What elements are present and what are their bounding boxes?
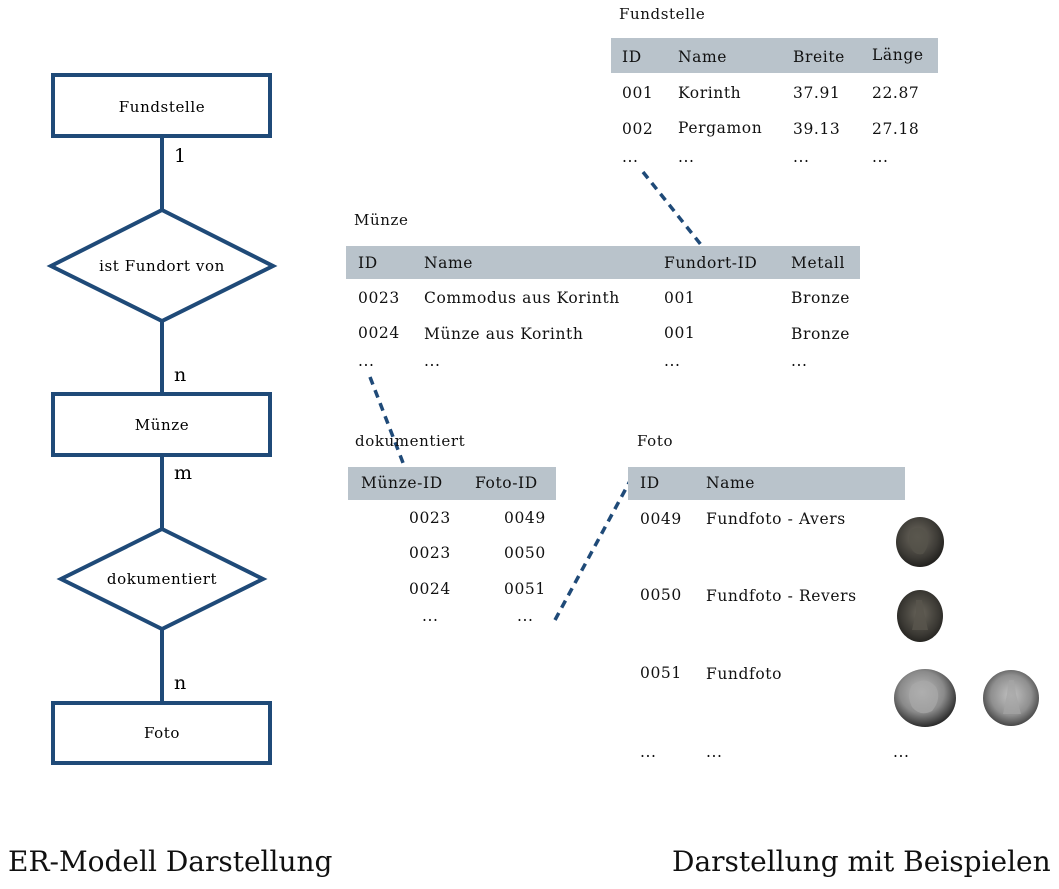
table-muenze-col-id: ID	[358, 254, 378, 272]
table-fundstelle-cell: Pergamon	[678, 119, 763, 137]
table-dokumentiert-ellipsis: ...	[422, 607, 439, 625]
entity-fundstelle-label: Fundstelle	[119, 98, 205, 116]
examples-caption: Darstellung mit Beispielen	[672, 845, 1051, 878]
table-dokumentiert-cell: 0049	[504, 509, 546, 527]
table-foto-header	[628, 467, 905, 500]
coin-photo-fundfoto-2[interactable]	[981, 668, 1047, 728]
table-foto-cell: Fundfoto - Revers	[706, 587, 857, 605]
entity-muenze-box[interactable]	[51, 392, 272, 457]
table-foto-col-name: Name	[706, 474, 756, 492]
table-foto-cell: Fundfoto - Avers	[706, 510, 846, 528]
table-muenze-cell: Bronze	[791, 289, 851, 307]
table-muenze-cell: Münze aus Korinth	[424, 325, 584, 343]
relationship-ist-fundort-von-diamond[interactable]	[46, 207, 278, 324]
table-dokumentiert-cell: 0023	[409, 509, 451, 527]
table-dokumentiert-cell: 0023	[409, 544, 451, 562]
table-foto-cell: Fundfoto	[706, 665, 783, 683]
table-muenze-col-name: Name	[424, 254, 474, 272]
table-fundstelle-title: Fundstelle	[619, 5, 706, 23]
table-fundstelle-cell: 27.18	[872, 120, 920, 138]
table-foto-ellipsis: ...	[893, 743, 910, 761]
table-dokumentiert-col-foto-id: Foto-ID	[475, 474, 538, 492]
cardinality-foto: n	[174, 672, 186, 694]
table-dokumentiert-cell: 0024	[409, 580, 451, 598]
table-foto-ellipsis: ...	[706, 743, 723, 761]
cardinality-muenze-top: n	[174, 364, 186, 386]
fk-link-dokumentiert-foto	[553, 480, 632, 621]
table-foto-title: Foto	[637, 432, 674, 450]
table-fundstelle-cell: Korinth	[678, 84, 742, 102]
table-muenze-cell: 001	[664, 289, 696, 307]
table-fundstelle-col-name: Name	[678, 48, 728, 66]
fk-link-fundstelle-muenze	[641, 170, 704, 248]
relationship-dokumentiert-diamond[interactable]	[56, 526, 268, 632]
fk-link-muenze-dokumentiert	[368, 376, 407, 469]
table-fundstelle-col-id: ID	[622, 48, 642, 66]
table-foto-cell: 0050	[640, 586, 682, 604]
entity-foto-box[interactable]	[51, 701, 272, 765]
table-fundstelle-cell: 002	[622, 120, 654, 138]
entity-muenze-label: Münze	[135, 416, 189, 434]
table-fundstelle-ellipsis: ...	[678, 148, 695, 166]
table-fundstelle-col-breite: Breite	[793, 48, 845, 66]
table-dokumentiert-cell: 0051	[504, 580, 546, 598]
table-dokumentiert-title: dokumentiert	[355, 432, 466, 450]
table-fundstelle-header	[611, 38, 938, 73]
er-model-caption: ER-Modell Darstellung	[8, 845, 333, 878]
table-muenze-ellipsis: ...	[791, 352, 808, 370]
table-fundstelle-cell: 39.13	[793, 120, 841, 138]
table-dokumentiert-cell: 0050	[504, 544, 546, 562]
table-dokumentiert-ellipsis: ...	[517, 607, 534, 625]
table-foto-col-id: ID	[640, 474, 660, 492]
table-muenze-title: Münze	[354, 211, 409, 229]
entity-foto-label: Foto	[144, 724, 180, 742]
table-muenze-col-metall: Metall	[791, 254, 846, 272]
cardinality-muenze-bottom: m	[174, 462, 192, 484]
table-muenze-col-fundort-id: Fundort-ID	[664, 254, 758, 272]
table-dokumentiert-col-muenze-id: Münze-ID	[361, 474, 443, 492]
table-muenze-ellipsis: ...	[664, 352, 681, 370]
table-muenze-header	[346, 246, 860, 279]
table-fundstelle-cell: 22.87	[872, 84, 920, 102]
table-fundstelle-col-laenge: Länge	[872, 46, 924, 64]
table-foto-cell: 0051	[640, 664, 682, 682]
coin-photo-fundfoto-1[interactable]	[890, 667, 960, 729]
table-fundstelle-ellipsis: ...	[793, 148, 810, 166]
coin-photo-avers[interactable]	[893, 514, 947, 570]
er-diagram: Fundstelle ist Fundort von Münze dokumen…	[46, 73, 278, 765]
table-muenze-cell: 001	[664, 324, 696, 342]
table-muenze-cell: 0024	[358, 324, 400, 342]
table-foto-ellipsis: ...	[640, 743, 657, 761]
table-dokumentiert-header	[348, 467, 556, 500]
table-muenze-ellipsis: ...	[358, 352, 375, 370]
relationship-ist-fundort-von-label: ist Fundort von	[99, 257, 225, 275]
coin-photo-revers[interactable]	[894, 588, 946, 644]
relationship-dokumentiert-label: dokumentiert	[107, 570, 217, 588]
table-fundstelle-cell: 37.91	[793, 84, 841, 102]
table-muenze-cell: Bronze	[791, 325, 851, 343]
entity-fundstelle-box[interactable]	[51, 73, 272, 138]
table-muenze-cell: 0023	[358, 289, 400, 307]
table-fundstelle-cell: 001	[622, 84, 654, 102]
table-muenze-ellipsis: ...	[424, 352, 441, 370]
table-foto-cell: 0049	[640, 510, 682, 528]
table-fundstelle-ellipsis: ...	[872, 148, 889, 166]
cardinality-fundstelle: 1	[174, 145, 186, 167]
table-fundstelle-ellipsis: ...	[622, 148, 639, 166]
table-muenze-cell: Commodus aus Korinth	[424, 289, 620, 307]
